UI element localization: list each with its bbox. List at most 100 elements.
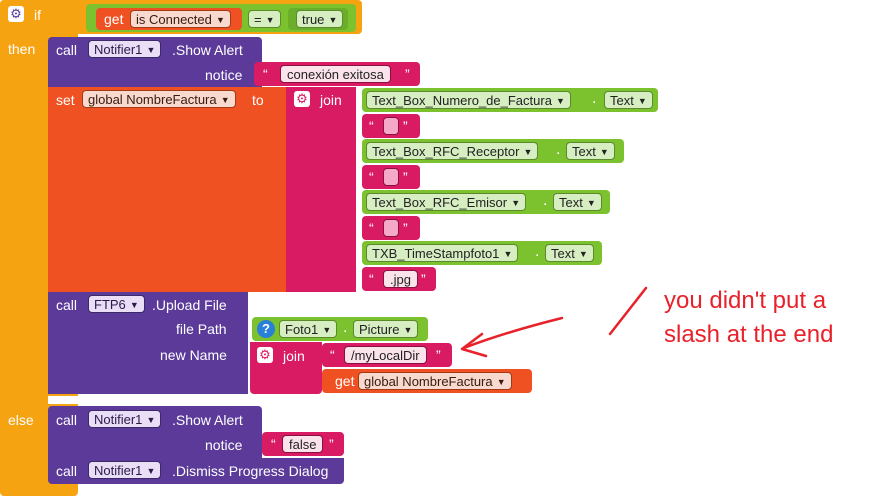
annotation-slash-mark (608, 286, 648, 336)
upload-file-block[interactable] (48, 292, 248, 394)
dropdown-caret-icon: ▼ (556, 96, 565, 106)
empty-string-field[interactable] (383, 168, 399, 186)
dropdown-caret-icon: ▼ (220, 95, 230, 105)
picture-dropdown-label: Picture (359, 322, 400, 337)
call-label: call (56, 42, 78, 58)
operator-dropdown[interactable]: =▼ (248, 10, 281, 28)
annotation-line-1: you didn't put a (664, 287, 827, 314)
notice-text-field[interactable]: conexión exitosa (280, 65, 391, 83)
empty-string-field[interactable] (383, 117, 399, 135)
property-dropdown-4[interactable]: Text▼ (545, 244, 594, 262)
close-quote: ” (436, 347, 441, 363)
gear-icon[interactable]: ⚙ (8, 6, 24, 22)
get-label: get (335, 373, 355, 389)
dropdown-caret-icon: ▼ (503, 249, 513, 259)
close-quote: ” (421, 271, 426, 287)
dot-separator: . (343, 319, 348, 336)
open-quote: “ (369, 118, 374, 134)
dot-separator: . (592, 90, 597, 107)
property-dropdown-1[interactable]: Text▼ (604, 91, 653, 109)
file-path-label: file Path (176, 321, 227, 337)
dropdown-caret-icon: ▼ (215, 15, 225, 25)
component-label-2: Text_Box_RFC_Receptor (372, 144, 520, 159)
global-variable-dropdown[interactable]: global NombreFactura▼ (82, 90, 236, 108)
notice-label: notice (205, 67, 243, 83)
dropdown-caret-icon: ▼ (146, 415, 156, 425)
property-label-2: Text (572, 144, 596, 159)
call-label: call (56, 412, 78, 428)
question-mark-icon[interactable]: ? (257, 320, 275, 338)
dropdown-caret-icon: ▼ (146, 466, 156, 476)
notifier-dropdown[interactable]: Notifier1▼ (88, 40, 162, 58)
foto-dropdown-label: Foto1 (285, 322, 319, 337)
empty-string-field[interactable] (383, 219, 399, 237)
get-variable-dropdown[interactable]: global NombreFactura▼ (358, 372, 512, 390)
close-quote: ” (403, 220, 408, 236)
component-label-4: TXB_TimeStampfoto1 (372, 246, 500, 261)
component-dropdown-1[interactable]: Text_Box_Numero_de_Factura ▼ (366, 91, 571, 109)
set-variable-block[interactable] (48, 87, 288, 292)
method-label: .Show Alert (172, 42, 243, 58)
notifier-dropdown-label: Notifier1 (94, 42, 143, 57)
jpg-text-field[interactable]: .jpg (383, 270, 418, 288)
dot-separator: . (535, 243, 540, 260)
component-dropdown-4[interactable]: TXB_TimeStampfoto1▼ (366, 244, 519, 262)
property-dropdown-2[interactable]: Text▼ (566, 142, 615, 160)
call-label: call (56, 297, 78, 313)
annotation-line-2: slash at the end (664, 321, 834, 348)
annotation-arrow-shaft (462, 316, 564, 350)
component-dropdown-3[interactable]: Text_Box_RFC_Emisor▼ (366, 193, 527, 211)
component-label-1: Text_Box_Numero_de_Factura (372, 93, 552, 108)
close-quote: ” (405, 66, 410, 82)
open-quote: “ (369, 220, 374, 236)
dropdown-caret-icon: ▼ (322, 325, 332, 335)
variable-dropdown-label: is Connected (136, 12, 212, 27)
method-label: .Upload File (152, 297, 227, 313)
close-quote: ” (403, 169, 408, 185)
false-text-field[interactable]: false (282, 435, 324, 453)
notice-label: notice (205, 437, 243, 453)
dropdown-caret-icon: ▼ (637, 96, 647, 106)
gear-icon[interactable]: ⚙ (257, 347, 273, 363)
open-quote: “ (263, 66, 268, 82)
component-dropdown-2[interactable]: Text_Box_RFC_Receptor▼ (366, 142, 539, 160)
open-quote: “ (330, 347, 335, 363)
dropdown-caret-icon: ▼ (265, 15, 275, 25)
dropdown-caret-icon: ▼ (496, 377, 506, 387)
property-dropdown-3[interactable]: Text▼ (553, 193, 602, 211)
dropdown-caret-icon: ▼ (328, 15, 338, 25)
annotation-arrow-head (460, 332, 488, 358)
ftp-dropdown-label: FTP6 (94, 297, 126, 312)
dir-text-field[interactable]: /myLocalDir (344, 346, 427, 364)
component-label-3: Text_Box_RFC_Emisor (372, 195, 508, 210)
dropdown-caret-icon: ▼ (578, 249, 588, 259)
dropdown-caret-icon: ▼ (403, 325, 413, 335)
operator-dropdown-label: = (254, 12, 262, 27)
set-label: set (56, 92, 75, 108)
join-label: join (283, 348, 305, 364)
then-label: then (8, 41, 36, 57)
variable-dropdown[interactable]: is Connected▼ (130, 10, 231, 28)
picture-dropdown[interactable]: Picture▼ (353, 320, 419, 338)
notifier-dropdown[interactable]: Notifier1▼ (88, 461, 162, 479)
method-label: .Dismiss Progress Dialog (172, 463, 329, 479)
open-quote: “ (271, 436, 276, 452)
foto-dropdown[interactable]: Foto1▼ (279, 320, 338, 338)
get-variable-dropdown-label: global NombreFactura (364, 374, 493, 389)
open-quote: “ (369, 271, 374, 287)
join-block[interactable] (286, 87, 356, 292)
boolean-dropdown[interactable]: true▼ (296, 10, 344, 28)
dropdown-caret-icon: ▼ (586, 198, 596, 208)
close-quote: ” (403, 118, 408, 134)
dropdown-caret-icon: ▼ (599, 147, 609, 157)
new-name-label: new Name (160, 347, 227, 363)
else-label: else (8, 412, 34, 428)
dropdown-caret-icon: ▼ (523, 147, 533, 157)
method-label: .Show Alert (172, 412, 243, 428)
gear-icon[interactable]: ⚙ (294, 91, 310, 107)
ftp-dropdown[interactable]: FTP6▼ (88, 295, 145, 313)
property-label-3: Text (559, 195, 583, 210)
notifier-dropdown[interactable]: Notifier1▼ (88, 410, 162, 428)
dot-separator: . (543, 192, 548, 209)
else-gap (48, 396, 78, 404)
